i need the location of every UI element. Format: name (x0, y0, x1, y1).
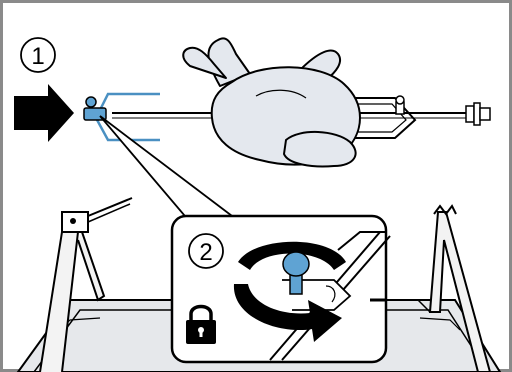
right-spit-stand (417, 204, 492, 372)
right-fork (340, 95, 417, 139)
rod-end-cap (465, 102, 491, 126)
chicken (182, 37, 361, 168)
step-1-number: 1 (31, 43, 44, 70)
padlock-icon (186, 304, 216, 344)
left-spit-stand (39, 197, 133, 372)
lock-screw-knob (85, 96, 97, 108)
detail-callout: 2 (170, 214, 391, 364)
step-2-number: 2 (199, 239, 212, 266)
step-2-badge: 2 (188, 233, 224, 269)
rotation-arrow-icon (233, 241, 346, 342)
lock-knob-detail (282, 251, 310, 295)
step-1-badge: 1 (20, 37, 56, 73)
arrow-right-icon (14, 84, 74, 142)
